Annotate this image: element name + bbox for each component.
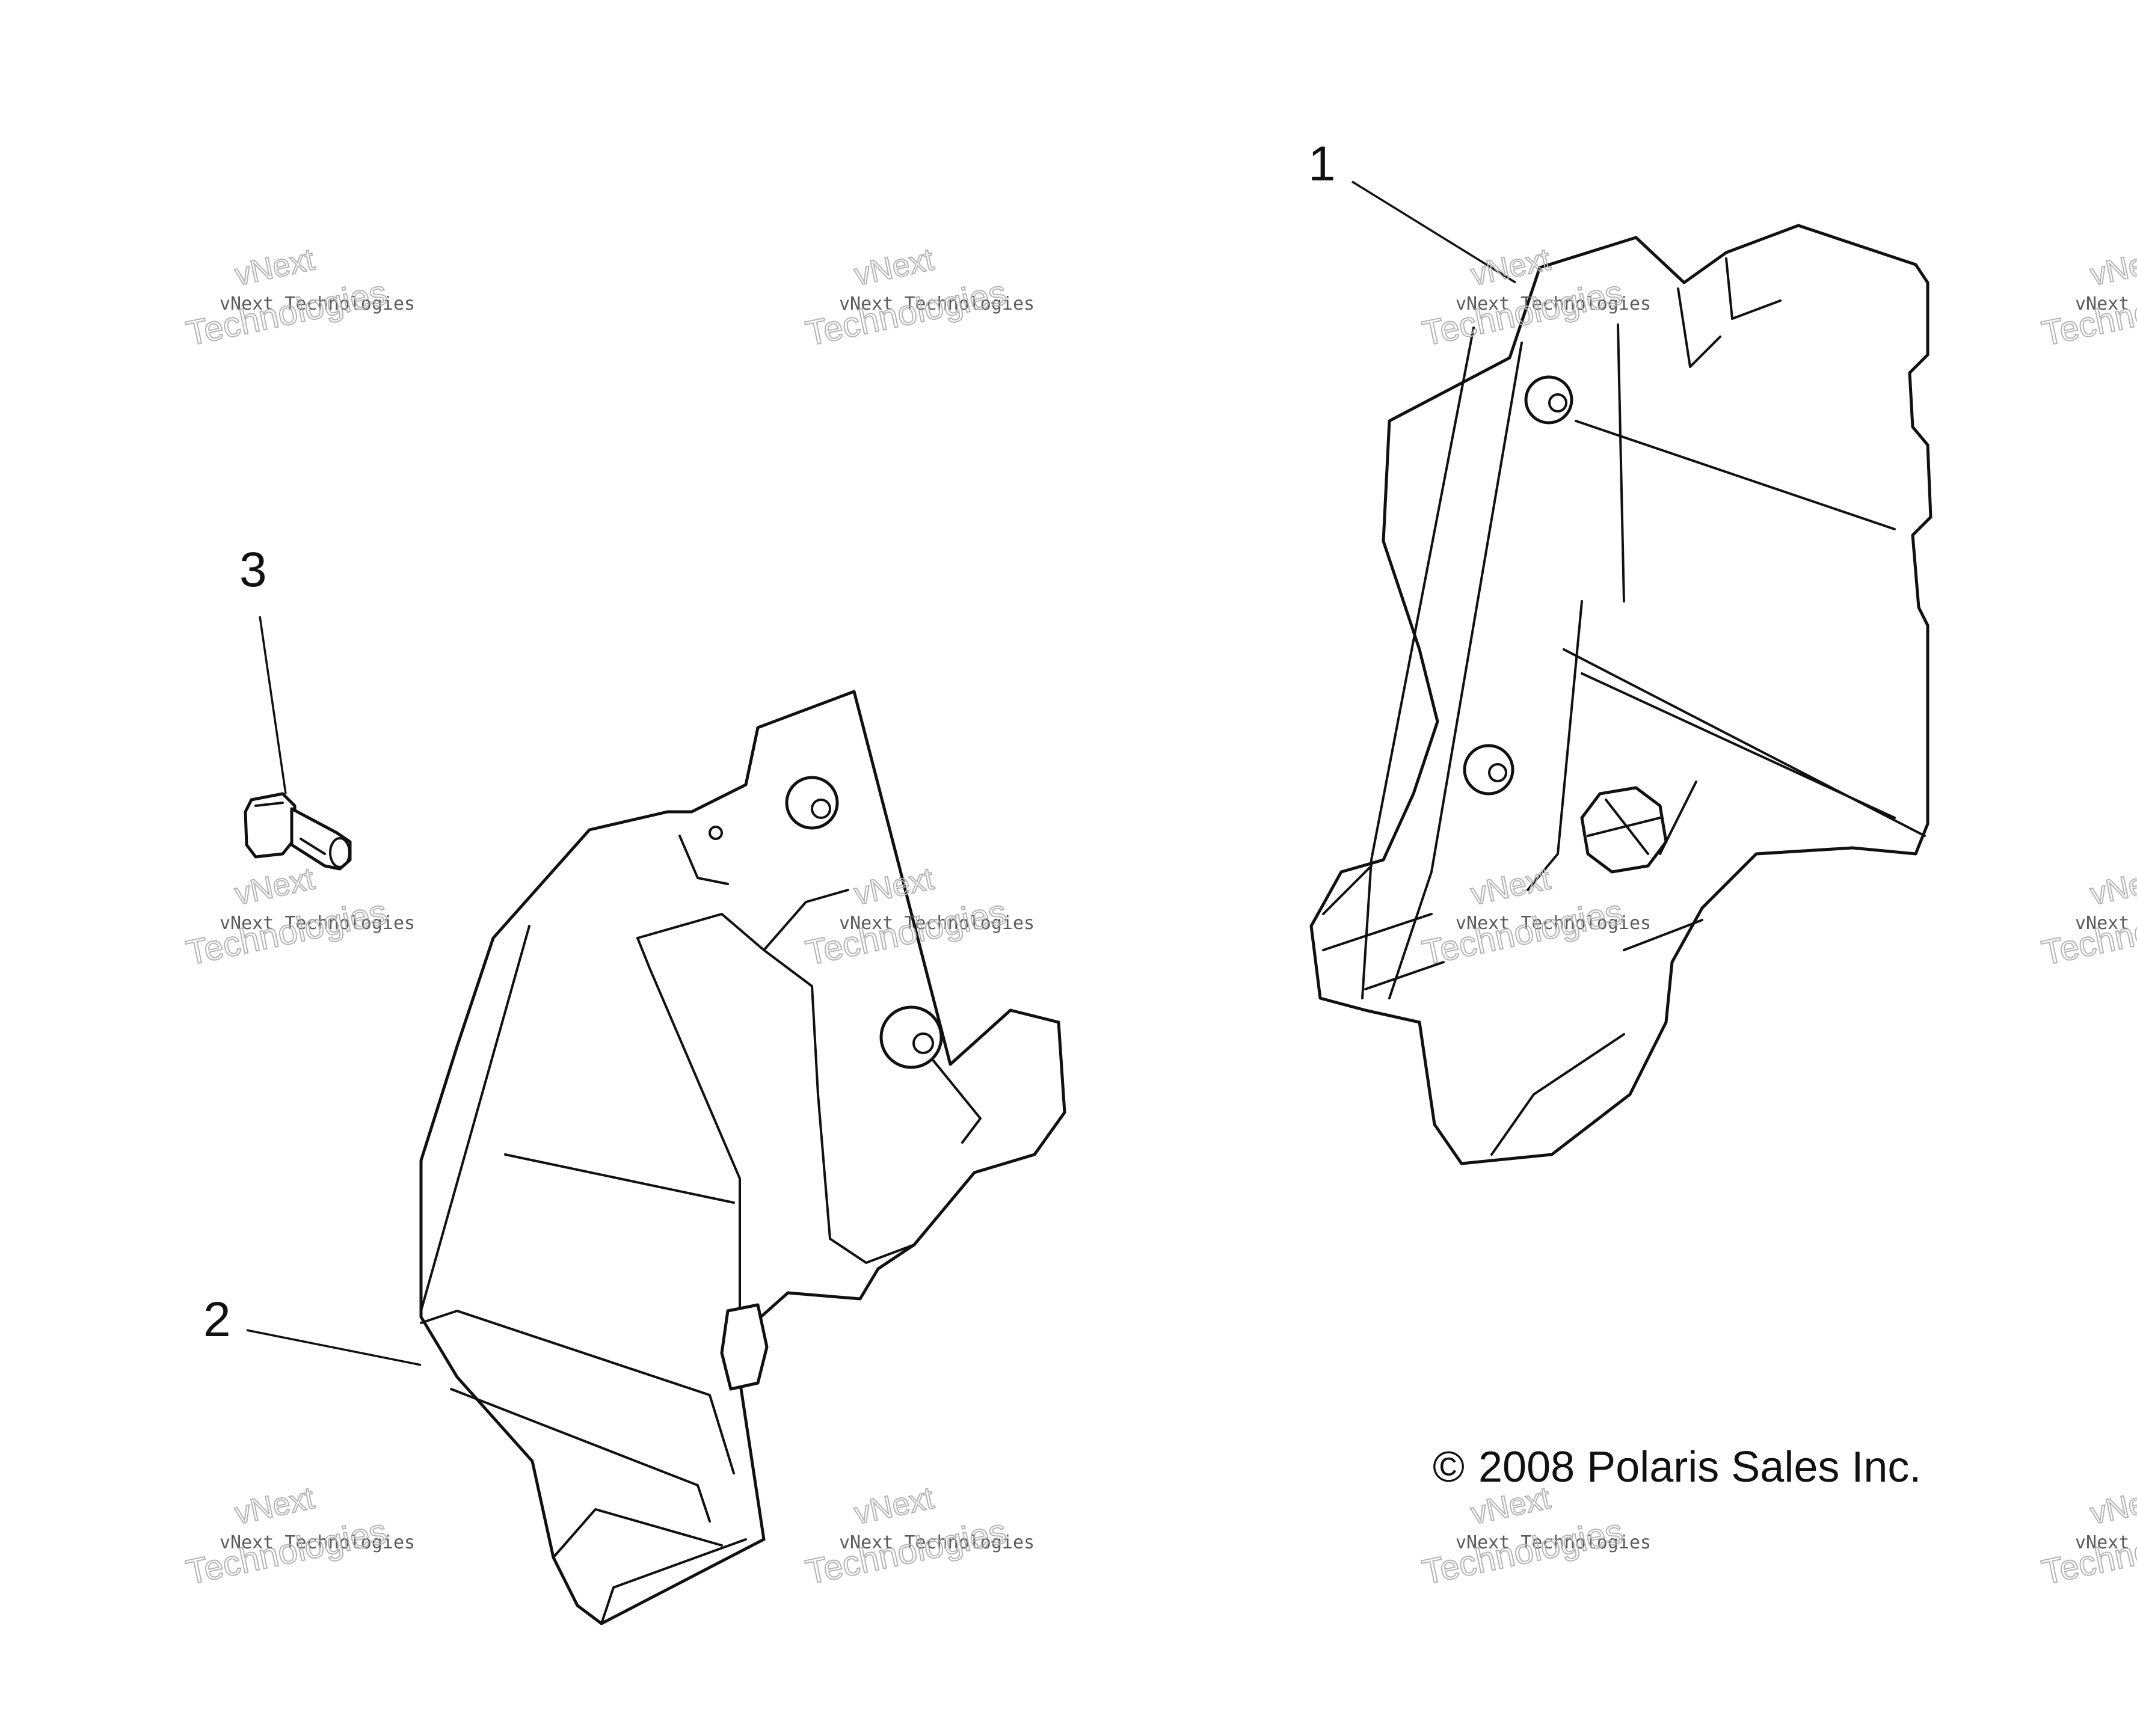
callout-1: 1 [1308,136,1336,191]
watermark-company: vNext Technologies [1456,1532,1651,1553]
watermark-tile: vNext vNext Technologies Technologies [182,860,415,973]
watermark-company: vNext Technologies [220,1532,415,1553]
watermark-company: vNext Technologies [1456,913,1651,934]
watermark-company: vNext Technologies [839,1532,1035,1553]
watermark-company: vNext Technologies [2075,1532,2137,1553]
leader-line-part-1 [1351,180,1516,284]
watermark-tile: vNext vNext Technologies Technologies [182,1480,415,1592]
watermark-tile: vNext vNext Technologies Technologies [802,1480,1035,1592]
watermark-brand-top: vNext [2087,1480,2137,1531]
watermark-brand-bottom: Technologies [183,892,390,973]
callout-3: 3 [239,542,267,597]
watermark-company: vNext Technologies [839,913,1035,934]
watermark-brand-top: vNext [232,242,318,292]
part-3-fastener [244,792,352,871]
watermark-tile: vNext vNext Technologies Technologies [2038,241,2137,354]
watermark-tile: vNext vNext Technologies Technologies [802,241,1035,354]
copyright-symbol: © [1433,1443,1465,1491]
watermark-tile: vNext vNext Technologies Technologies [2038,1480,2137,1592]
watermark-brand-top: vNext [2087,242,2137,292]
copyright-text: 2008 Polaris Sales Inc. [1478,1443,1921,1491]
watermark-company: vNext Technologies [2075,293,2137,314]
watermark-company: vNext Technologies [220,293,415,314]
callout-2: 2 [203,1292,231,1347]
watermark-company: vNext Technologies [220,913,415,934]
watermark-brand-top: vNext [232,861,318,912]
watermark-brand-top: vNext [232,1480,318,1531]
watermark-company: vNext Technologies [839,293,1035,314]
watermark-brand-bottom: Technologies [1419,1512,1626,1592]
watermark-company: vNext Technologies [1456,293,1651,314]
watermark-brand-bottom: Technologies [183,1512,390,1592]
watermark-tile: vNext vNext Technologies Technologies [1418,1480,1651,1592]
part-2-panel [419,690,1066,1625]
watermark-brand-top: vNext [851,1480,937,1531]
part-1-panel [1309,224,1933,1165]
copyright-notice: © 2008 Polaris Sales Inc. [1433,1443,1921,1491]
watermark-brand-top: vNext [2087,861,2137,912]
watermark-brand-bottom: Technologies [802,1512,1010,1592]
leader-line-part-2 [246,1329,422,1366]
watermark-tile: vNext vNext Technologies Technologies [2038,860,2137,973]
watermark-brand-top: vNext [851,242,937,292]
leader-line-part-3 [259,616,287,794]
watermark-tile: vNext vNext Technologies Technologies [182,241,415,354]
watermark-company: vNext Technologies [2075,913,2137,934]
watermark-brand-bottom: Technologies [802,273,1010,354]
watermark-brand-bottom: Technologies [183,273,390,354]
